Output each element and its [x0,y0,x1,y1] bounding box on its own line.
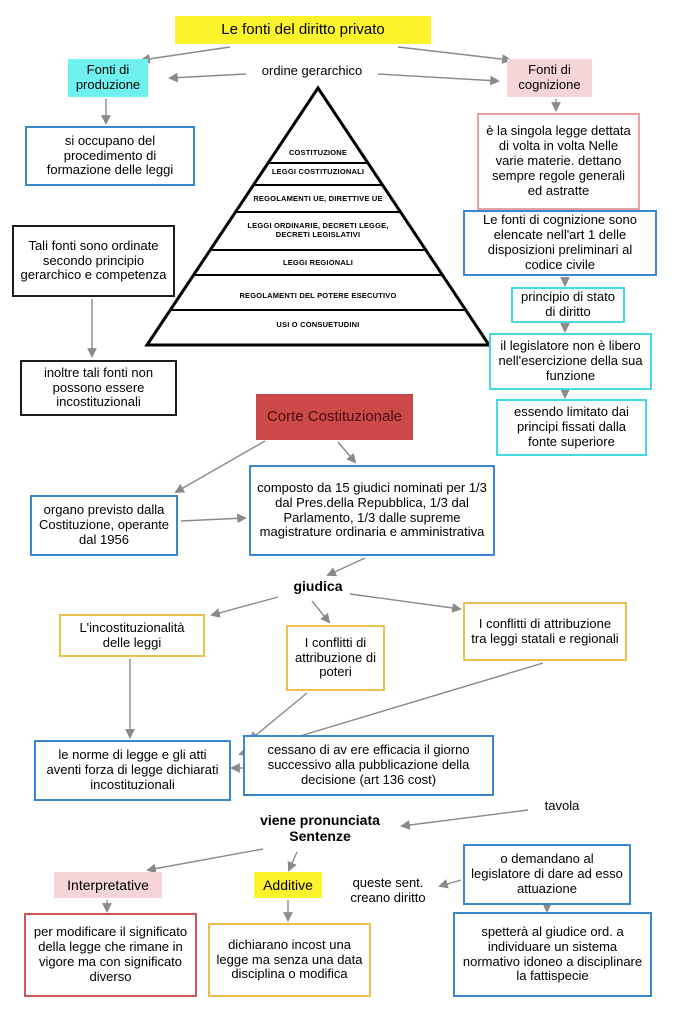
node-fonti-elencate: Le fonti di cognizione sono elencate nel… [463,210,657,276]
node-essendo-limitato: essendo limitato dai principi fissati da… [496,399,647,456]
node-composto-giudici: composto da 15 giudici nominati per 1/3 … [249,465,495,556]
node-principio-stato-diritto: principio di stato di diritto [511,287,625,323]
node-corte-costituzionale: Corte Costituzionale [256,394,413,440]
node-spettera-giudice: spetterà al giudice ord. a individuare u… [453,912,652,997]
node-demandano-legislatore: o demandano al legislatore di dare ad es… [463,844,631,905]
node-fonti-cognizione: Fonti di cognizione [507,59,592,97]
node-per-modificare: per modificare il significato della legg… [24,913,197,997]
pyramid-level-regolamenti-potere: REGOLAMENTI DEL POTERE ESECUTIVO [239,291,397,300]
label-ordine-gerarchico: ordine gerarchico [261,63,363,78]
node-si-occupano: si occupano del procedimento di formazio… [25,126,195,186]
node-singola-legge: è la singola legge dettata di volta in v… [477,113,640,210]
label-tavola: tavola [544,798,580,813]
node-inoltre-incostituzionali: inoltre tali fonti non possono essere in… [20,360,177,416]
node-fonti-produzione: Fonti di produzione [68,59,148,97]
pyramid-level-costituzione: COSTITUZIONE [288,148,348,157]
node-conflitti-statali-regionali: I conflitti di attribuzione tra leggi st… [463,602,627,661]
node-additive: Additive [254,872,322,898]
label-giudica: giudica [293,578,343,594]
node-conflitti-poteri: I conflitti di attribuzione di poteri [286,625,385,691]
node-tali-fonti: Tali fonti sono ordinate secondo princip… [12,225,175,297]
pyramid-level-usi-consuetudini: USI O CONSUETUDINI [276,320,360,329]
pyramid-level-leggi-ordinarie: LEGGI ORDINARIE, DECRETI LEGGE, DECRETI … [247,221,389,239]
pyramid-level-leggi-regionali: LEGGI REGIONALI [282,258,354,267]
node-incostituzionalita-leggi: L'incostituzionalità delle leggi [59,614,205,657]
node-dichiarano-incost: dichiarano incost una legge ma senza una… [208,923,371,997]
diagram-title: Le fonti del diritto privato [175,16,431,44]
pyramid-level-leggi-costituzionali: LEGGI COSTITUZIONALI [271,167,365,176]
pyramid-level-regolamenti-ue: REGOLAMENTI UE, DIRETTIVE UE [253,194,383,203]
node-cessano-efficacia: cessano di av ere efficacia il giorno su… [243,735,494,796]
node-interpretative: Interpretative [54,872,162,898]
label-viene-pronunciata-sentenze: viene pronunciata Sentenze [260,812,380,845]
hierarchy-pyramid [144,85,492,347]
label-queste-sent: queste sent. creano diritto [350,875,426,905]
node-legislatore-non-libero: il legislatore non è libero nell'eserciz… [489,333,652,390]
node-norme-incostituzionali: le norme di legge e gli atti aventi forz… [34,740,231,801]
node-organo-previsto: organo previsto dalla Costituzione, oper… [30,495,178,556]
